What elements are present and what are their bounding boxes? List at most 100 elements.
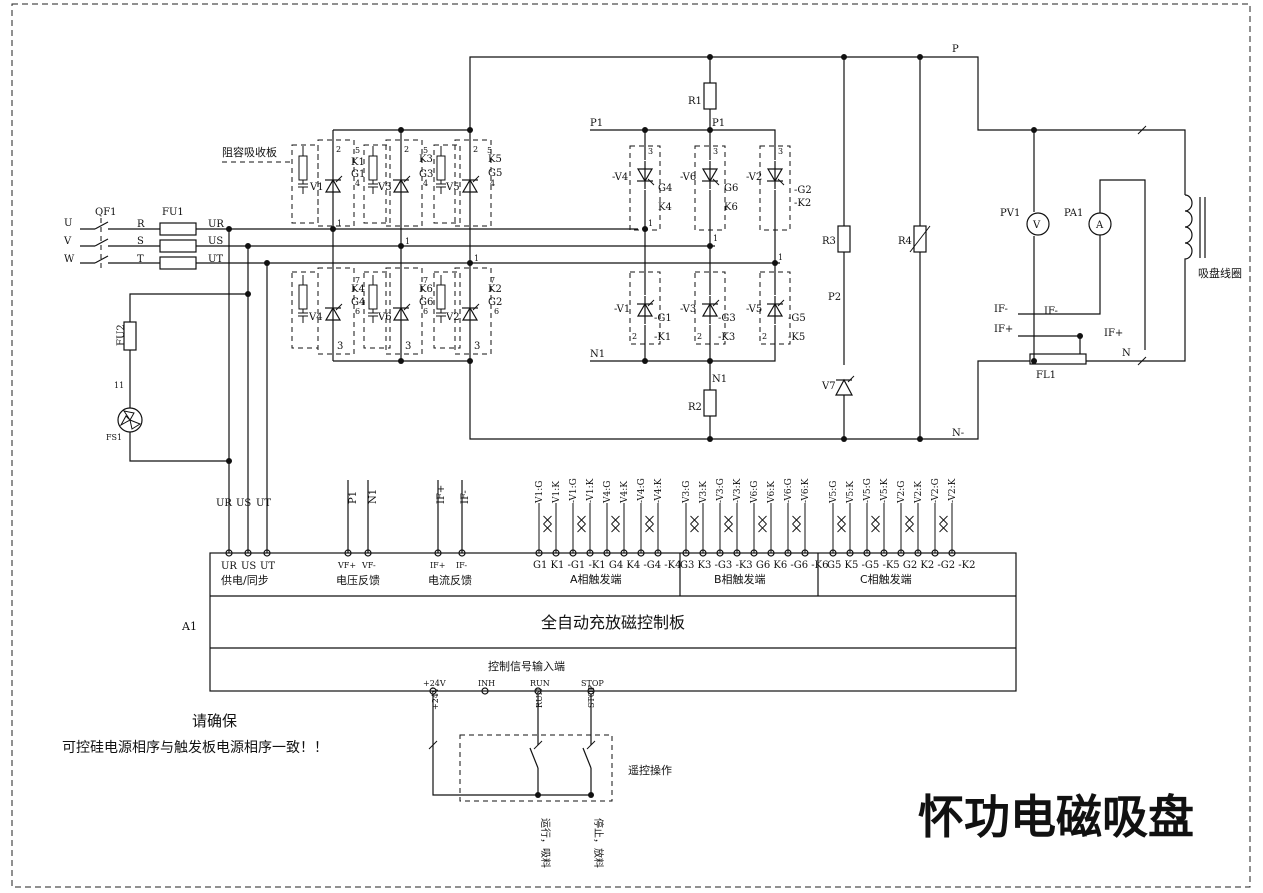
ipin-2b: 2 [697, 332, 702, 341]
label-g1: G1 [351, 169, 365, 180]
b-label: B相触发端 [714, 572, 766, 586]
brand-watermark: 怀功电磁吸盘 [918, 790, 1194, 844]
twisted-pair-mark [611, 515, 620, 533]
a-terms: G1 K1 -G1 -K1 G4 K4 -G4 -K4 [533, 560, 682, 571]
ipin-1b: 1 [713, 234, 718, 243]
ipin-2c: 2 [762, 332, 767, 341]
twisted-pair-mark [871, 515, 880, 533]
label-ig4: G4 [658, 183, 672, 194]
label-r1: R1 [688, 96, 702, 107]
trigger-wire-label: -V3:K [733, 478, 743, 503]
pin-6c: 6 [494, 307, 499, 316]
label-v7: V7 [821, 381, 836, 392]
label-mv4: -V4 [612, 172, 628, 183]
twisted-pair-mark [758, 515, 767, 533]
ipin-3a: 3 [648, 147, 653, 156]
pin-4a: 4 [355, 179, 360, 188]
twisted-pair-mark [724, 515, 733, 533]
label-qf1: QF1 [95, 207, 117, 218]
label-g6: G6 [419, 297, 433, 308]
trigger-wire-label: V6:K [767, 481, 777, 504]
label-us: US [208, 236, 223, 247]
label-ifp2: IF+ [1104, 328, 1123, 339]
ctrl-24v: +24V [423, 679, 446, 688]
label-k6: K6 [419, 284, 433, 295]
term-ifp: IF+ [430, 561, 445, 570]
label-imk2: -K2 [794, 198, 811, 209]
trigger-wire-label: -V2:G [931, 478, 941, 503]
note-line2: 可控硅电源相序与触发板电源相序一致！！ [62, 740, 328, 756]
label-fu1: FU1 [162, 207, 184, 218]
label-t: T [137, 254, 144, 265]
label-ik4: K4 [658, 202, 672, 213]
label-mv5: -V5 [746, 304, 762, 315]
label-g5: G5 [488, 168, 502, 179]
label-r3: R3 [822, 236, 836, 247]
label-v1: V1 [309, 182, 324, 193]
remote-24v: +24V [431, 687, 440, 710]
ctrl-run: RUN [530, 679, 550, 688]
pv1-symbol: V [1032, 220, 1041, 231]
pin-2a: 2 [336, 145, 341, 154]
trigger-wire-label: V3:G [682, 481, 692, 504]
pin-4c: 4 [490, 179, 495, 188]
trigger-wire-label: -V6:K [801, 478, 811, 503]
trigger-wire-label: -V1:G [569, 478, 579, 503]
label-imk5: -K5 [788, 332, 805, 343]
label-v4: V4 [308, 312, 323, 323]
label-w: W [64, 254, 75, 265]
pin-6b: 6 [423, 307, 428, 316]
trigger-wire-label: V3:K [699, 481, 709, 504]
pin-4b: 4 [423, 179, 428, 188]
pin-5b: 5 [423, 146, 428, 155]
label-v6: V6 [377, 312, 392, 323]
pin-2b: 2 [404, 145, 409, 154]
pin-6a: 6 [355, 307, 360, 316]
remote-stop: STOP [587, 685, 596, 708]
label-coil: 吸盘线圈 [1198, 266, 1242, 280]
wire-n1: N1 [368, 489, 379, 504]
label-mv1: -V1 [614, 304, 630, 315]
label-g2: G2 [488, 297, 502, 308]
label-pv1: PV1 [1000, 208, 1020, 219]
run-note: 运行，吸料 [539, 818, 552, 868]
wire-p1: P1 [348, 491, 359, 504]
label-n11: 11 [114, 381, 124, 390]
dc-bus: P N- R1 P1 P1 N1 N1 R2 [469, 44, 1242, 442]
wire-ur: UR [216, 498, 232, 509]
label-v3: V3 [377, 182, 392, 193]
label-imk3: -K3 [718, 332, 735, 343]
trigger-wire-label: -V3:G [716, 478, 726, 503]
twisted-pair-mark [939, 515, 948, 533]
term-vfm: VF- [361, 561, 376, 570]
ipin-2a: 2 [632, 332, 637, 341]
trigger-wire-label: -V2:K [948, 478, 958, 503]
snubber-label: 阻容吸收板 [222, 145, 277, 159]
label-r2: R2 [688, 402, 702, 413]
twisted-pair-mark [905, 515, 914, 533]
pin-7b: 7 [423, 276, 428, 285]
label-v5: V5 [445, 182, 460, 193]
label-k5: K5 [488, 154, 502, 165]
label-k2: K2 [488, 284, 502, 295]
term-ut: UT [260, 561, 275, 572]
label-s: S [137, 236, 144, 247]
stop-note: 停止，放料 [592, 818, 605, 868]
ctrl-inh: INH [478, 679, 495, 688]
pin-3b: 3 [405, 341, 411, 352]
label-pa1: PA1 [1064, 208, 1083, 219]
page-border [11, 3, 1251, 888]
label-k4: K4 [351, 284, 365, 295]
pin-2c: 2 [473, 145, 478, 154]
label-nminus: N- [952, 428, 964, 439]
pin-3c: 3 [474, 341, 480, 352]
label-imk1: -K1 [654, 332, 671, 343]
board-title: 全自动充放磁控制板 [541, 613, 685, 632]
trigger-wire-label: -V6:G [784, 478, 794, 503]
remote-label: 遥控操作 [628, 763, 672, 777]
trigger-wire-label: V5:K [846, 481, 856, 504]
label-fu2: FU2 [116, 324, 127, 346]
label-p1: P1 [590, 118, 603, 129]
